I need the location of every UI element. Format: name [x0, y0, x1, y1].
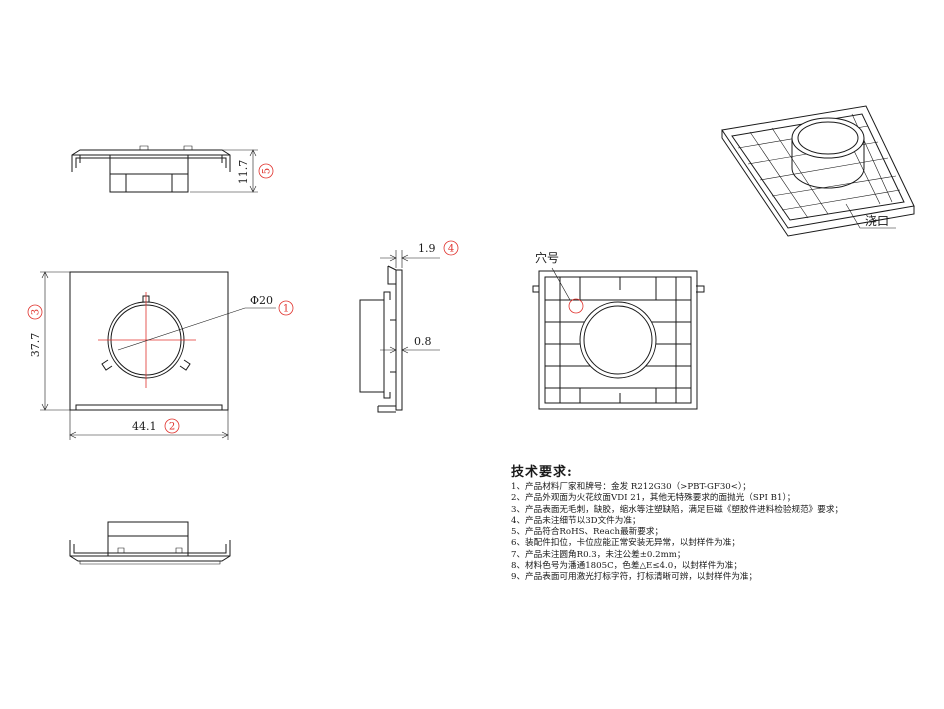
front-view: Φ20 1 37.7 3 44.1 2 [27, 271, 294, 440]
callout-tag-3 [27, 304, 43, 320]
callout-tag-3-text: 3 [31, 309, 42, 315]
top-side-view: 11.7 5 [71, 145, 274, 193]
requirement-item: 3、产品表面无毛刺，缺胶，缩水等注塑缺陷，满足巨磁《塑胶件进料检验规范》要求； [511, 504, 844, 515]
requirement-item: 1、产品材料厂家和牌号：金发 R212G30（>PBT-GF30<）； [511, 482, 751, 492]
label-gate: 浇口 [865, 214, 889, 228]
callout-tag-1-text: 1 [283, 304, 289, 315]
requirement-item: 6、装配件扣位，卡位应能正常安装无异常，以封样件为准； [511, 538, 740, 549]
requirement-item: 5、产品符合RoHS、Reach最新要求； [511, 527, 664, 538]
dim-thickness: 1.9 [418, 242, 436, 255]
back-view: 穴号 [532, 250, 705, 410]
callout-tag-5-text: 5 [262, 168, 273, 174]
requirements-title: 技术要求: [511, 465, 573, 480]
dim-hole-diameter: Φ20 [250, 294, 273, 307]
requirement-item: 9、产品表面可用激光打标字符，打标清晰可辨，以封样件为准； [511, 572, 758, 583]
cavity-mark [568, 298, 584, 314]
callout-tag-2-text: 2 [169, 422, 175, 433]
dim-width-front: 44.1 [132, 420, 157, 433]
requirement-item: 7、产品未注圆角R0.3，未注公差±0.2mm； [511, 549, 686, 560]
bottom-side-view [69, 521, 231, 565]
technical-requirements: 技术要求: 1、产品材料厂家和牌号：金发 R212G30（>PBT-GF30<）… [511, 461, 931, 584]
dim-wall: 0.8 [414, 335, 432, 348]
callout-tag-2 [164, 418, 180, 434]
dim-height-front: 37.7 [29, 333, 42, 358]
callout-tag-4-text: 4 [448, 244, 454, 255]
isometric-view: 浇口 [721, 105, 915, 237]
callout-tag-1 [278, 300, 294, 316]
dim-height-side: 11.7 [237, 160, 250, 185]
requirement-item: 8、材料色号为潘通1805C，色差△E≤4.0，以封样件为准； [511, 561, 742, 572]
requirements-list: 1、产品材料厂家和牌号：金发 R212G30（>PBT-GF30<）； 2、产品… [511, 482, 931, 584]
requirement-item: 2、产品外观面为火花纹面VDI 21，其他无特殊要求的面抛光（SPI B1）； [511, 493, 796, 504]
callout-tag-4 [443, 240, 459, 256]
label-hole-mark: 穴号 [535, 250, 559, 265]
callout-tag-5 [258, 163, 274, 179]
requirement-item: 4、产品未注细节以3D文件为准； [511, 515, 641, 526]
section-view: 1.9 4 0.8 [359, 240, 459, 413]
